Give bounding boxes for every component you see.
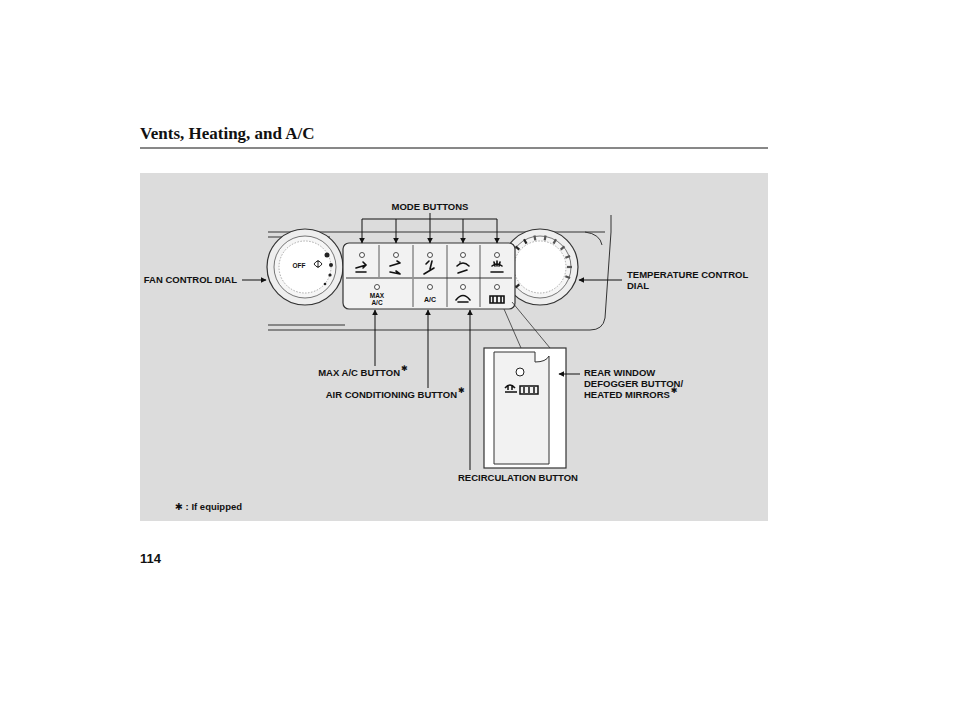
heading-rule	[140, 148, 768, 149]
hvac-button: A/C	[418, 292, 442, 306]
if-equipped-mark: ✱	[458, 386, 465, 395]
button-block	[343, 243, 515, 309]
fan-dial-face: OFF	[289, 259, 309, 273]
footnote: ✱ : If equipped	[175, 502, 242, 513]
callout-label: TEMPERATURE CONTROL DIAL	[627, 270, 757, 292]
dash-contour	[268, 215, 611, 330]
page-heading: Vents, Heating, and A/C	[140, 124, 315, 144]
button-legend: A/C	[424, 296, 436, 303]
hvac-button: MAX A/C	[365, 291, 389, 308]
leader-lines	[242, 213, 622, 470]
callout-label: AIR CONDITIONING BUTTON	[326, 390, 457, 401]
callout-label: MAX A/C BUTTON	[318, 368, 400, 379]
callout-label: RECIRCULATION BUTTON	[458, 473, 578, 484]
callout-label: REAR WINDOW DEFOGGER BUTTON/ HEATED MIRR…	[584, 368, 694, 401]
page-number: 114	[140, 552, 161, 567]
fan-control-dial	[267, 229, 343, 305]
if-equipped-mark: ✱	[401, 364, 408, 373]
callout-label: FAN CONTROL DIAL	[144, 275, 237, 286]
callout-label: MODE BUTTONS	[392, 202, 469, 213]
if-equipped-mark: ✱	[671, 386, 678, 395]
figure-ground	[140, 173, 768, 521]
dial-marking: OFF	[293, 263, 306, 270]
defogger-inset	[484, 302, 566, 468]
button-legend: MAX A/C	[365, 293, 389, 306]
